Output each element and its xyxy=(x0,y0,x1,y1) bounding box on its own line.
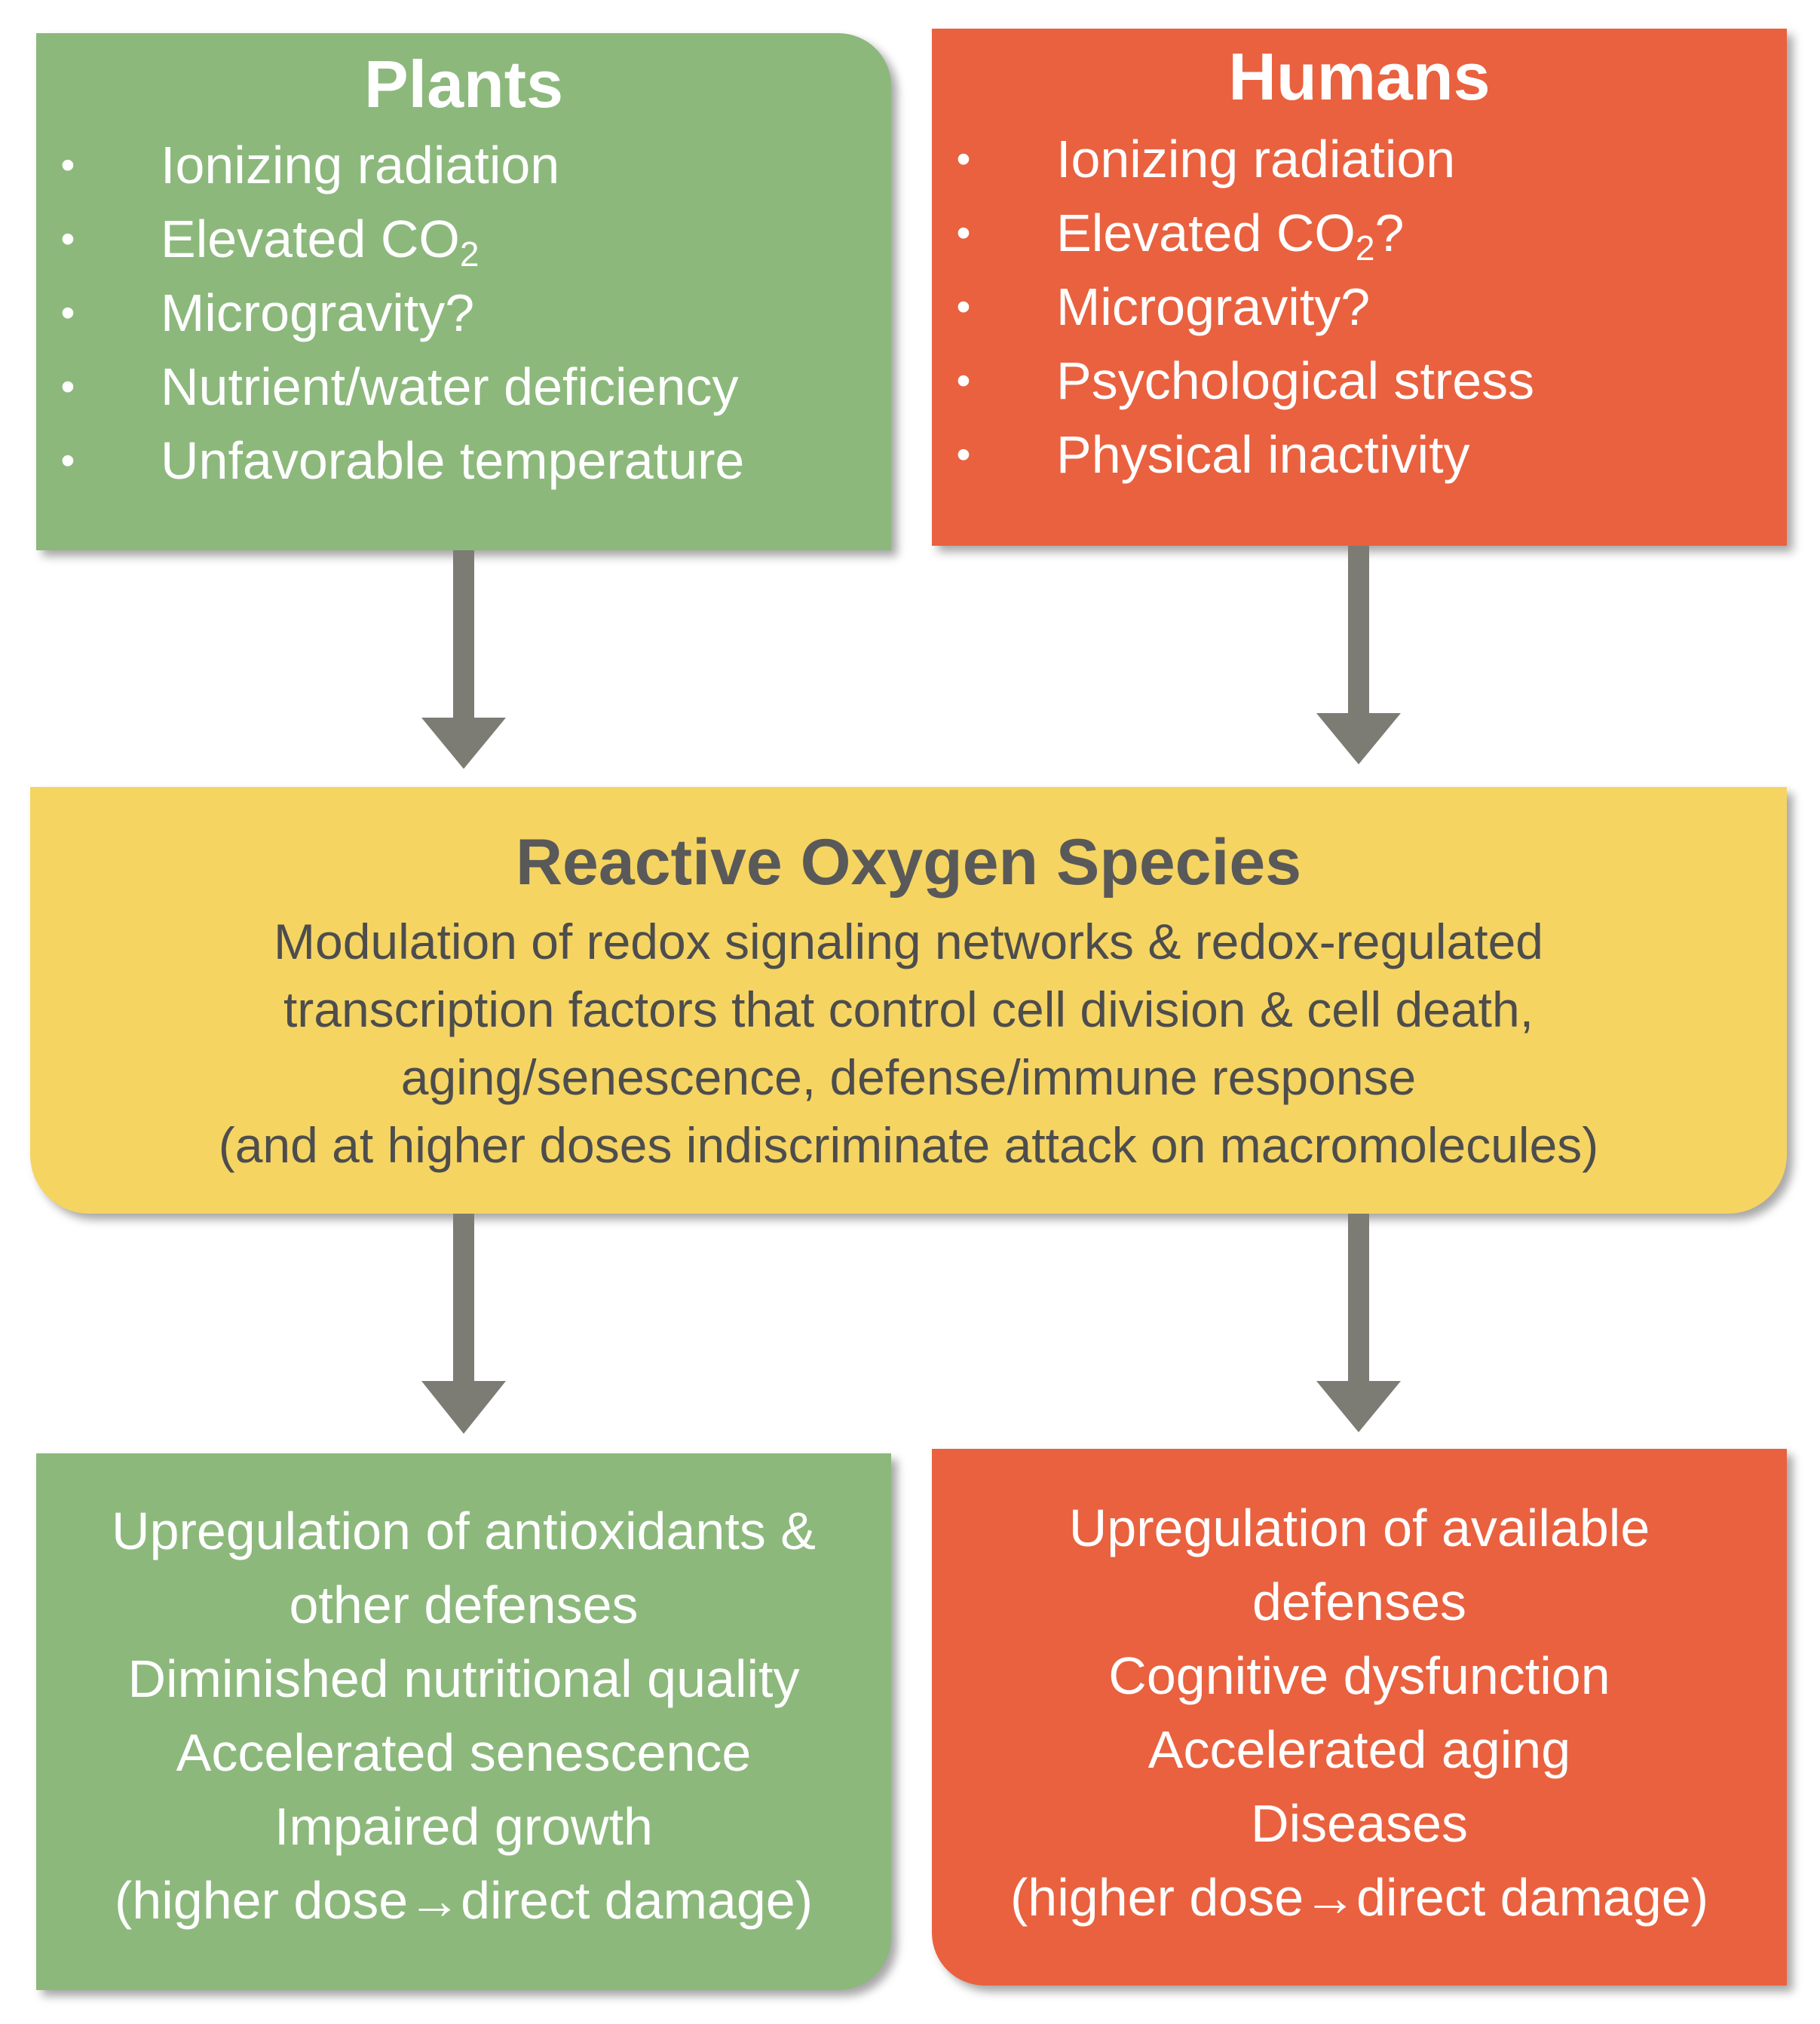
humans-to-ros-arrow-icon xyxy=(1316,546,1401,764)
list-item: • Elevated CO2 xyxy=(36,202,891,276)
list-item: Diseases xyxy=(1251,1794,1468,1853)
bullet-icon: • xyxy=(956,432,971,477)
plants-effects-box: Upregulation of antioxidants & other def… xyxy=(36,1453,891,1990)
list-item: • Elevated CO2? xyxy=(932,196,1787,270)
bullet-icon: • xyxy=(60,142,75,188)
list-item: Cognitive dysfunction xyxy=(1108,1646,1610,1705)
stressor-text: Nutrient/water deficiency xyxy=(161,357,739,416)
stressor-text: Elevated CO xyxy=(1056,204,1356,262)
subscript: 2 xyxy=(459,234,480,274)
bullet-icon: • xyxy=(956,284,971,329)
bullet-icon: • xyxy=(60,364,75,409)
stressor-text: Microgravity? xyxy=(161,283,475,342)
stressor-text: Elevated CO xyxy=(161,210,460,268)
plants-stressor-list: • Ionizing radiation • Elevated CO2 • Mi… xyxy=(36,128,891,498)
list-item: • Ionizing radiation xyxy=(932,122,1787,196)
bullet-icon: • xyxy=(956,210,971,256)
stressor-text: Ionizing radiation xyxy=(1056,130,1456,188)
list-item: Diminished nutritional quality xyxy=(127,1649,800,1708)
list-item: • Physical inactivity xyxy=(932,418,1787,491)
plants-effects-list: Upregulation of antioxidants & other def… xyxy=(36,1494,891,1937)
ros-box: Reactive Oxygen Species Modulation of re… xyxy=(30,787,1787,1214)
stressor-text: Psychological stress xyxy=(1056,351,1535,410)
stressor-text: Physical inactivity xyxy=(1056,425,1470,484)
list-item: • Unfavorable temperature xyxy=(36,424,891,498)
ros-description-line: Modulation of redox signaling networks &… xyxy=(274,914,1543,969)
list-item: • Ionizing radiation xyxy=(36,128,891,202)
list-item: Upregulation of available xyxy=(1068,1499,1650,1557)
list-item: • Microgravity? xyxy=(932,270,1787,344)
plants-title: Plants xyxy=(363,47,564,121)
list-item: (higher dose→direct damage) xyxy=(114,1871,813,1930)
humans-title: Humans xyxy=(1228,39,1491,114)
list-item: Accelerated aging xyxy=(1147,1720,1571,1779)
stressor-text: Ionizing radiation xyxy=(161,136,560,194)
list-item: • Psychological stress xyxy=(932,344,1787,418)
bullet-icon: • xyxy=(60,290,75,335)
list-item: Impaired growth xyxy=(274,1797,653,1856)
stressor-suffix: ? xyxy=(1374,204,1405,262)
ros-to-plants-effects-arrow-icon xyxy=(421,1214,506,1434)
bullet-icon: • xyxy=(956,136,971,182)
ros-description-line: transcription factors that control cell … xyxy=(283,981,1534,1037)
bullet-icon: • xyxy=(60,216,75,262)
ros-description-line: aging/senescence, defense/immune respons… xyxy=(400,1049,1417,1105)
list-item: Accelerated senescence xyxy=(176,1723,752,1782)
subscript: 2 xyxy=(1355,228,1375,268)
plants-stressors-box: Plants • Ionizing radiation • Elevated C… xyxy=(36,33,891,550)
humans-stressors-box: Humans • Ionizing radiation • Elevated C… xyxy=(932,29,1787,546)
humans-effects-list: Upregulation of available defenses Cogni… xyxy=(932,1491,1787,1934)
list-item: defenses xyxy=(1252,1572,1467,1631)
list-item: (higher dose→direct damage) xyxy=(1010,1868,1709,1927)
ros-to-humans-effects-arrow-icon xyxy=(1316,1214,1401,1432)
bullet-icon: • xyxy=(956,358,971,403)
stressor-text: Microgravity? xyxy=(1056,277,1371,336)
ros-description-line: (and at higher doses indiscriminate atta… xyxy=(218,1117,1599,1173)
humans-effects-box: Upregulation of available defenses Cogni… xyxy=(932,1449,1787,1986)
list-item: • Nutrient/water deficiency xyxy=(36,350,891,424)
stressor-text: Unfavorable temperature xyxy=(161,431,745,490)
list-item: • Microgravity? xyxy=(36,276,891,350)
list-item: other defenses xyxy=(289,1575,639,1634)
list-item: Upregulation of antioxidants & xyxy=(112,1502,816,1560)
humans-stressor-list: • Ionizing radiation • Elevated CO2? • M… xyxy=(932,122,1787,491)
bullet-icon: • xyxy=(60,438,75,483)
plants-to-ros-arrow-icon xyxy=(421,550,506,769)
ros-title: Reactive Oxygen Species xyxy=(515,826,1302,899)
